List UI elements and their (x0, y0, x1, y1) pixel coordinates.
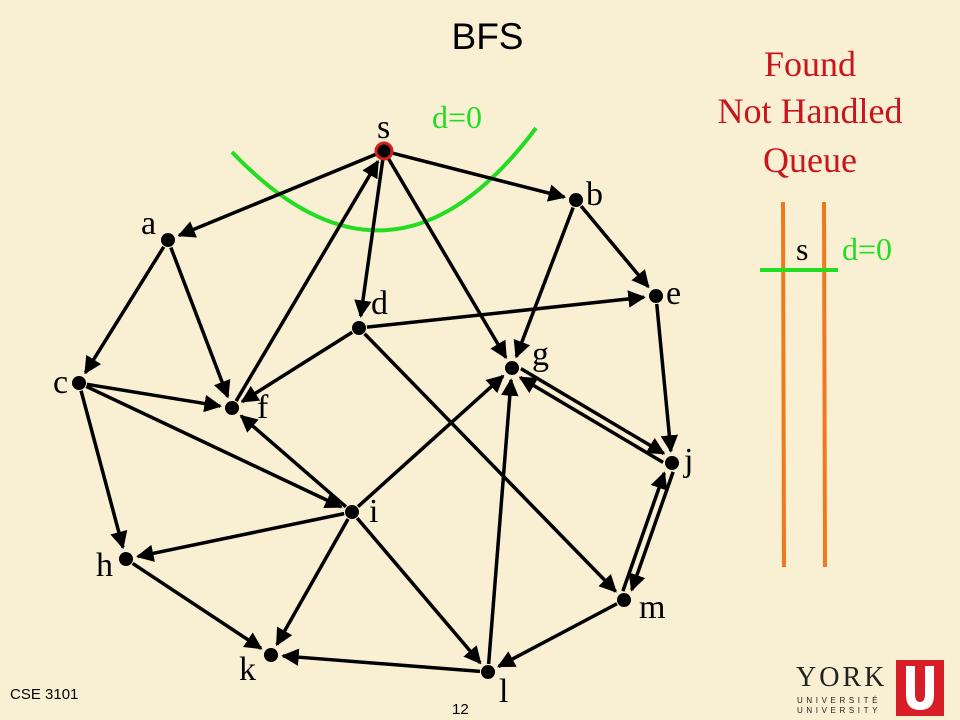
node-label-i: i (369, 493, 378, 530)
node-label-c: c (53, 364, 68, 401)
york-u-mark-icon (896, 660, 944, 716)
edge-c-h (79, 390, 128, 550)
edge-s-g (386, 157, 508, 360)
edge-s-d (354, 158, 385, 318)
logo-wordmark: YORK (796, 662, 888, 693)
logo-line-english: UNIVERSITY (797, 706, 882, 715)
edge-l-g (486, 378, 519, 665)
node-label-j: j (683, 442, 693, 479)
edge-d-m (363, 332, 617, 593)
queue-entry-distance: d=0 (842, 231, 892, 267)
node-label-s: s (377, 109, 390, 146)
legend-not-handled: Not Handled (717, 91, 903, 131)
edge-d-f (240, 330, 354, 404)
node-label-l: l (499, 673, 508, 710)
edge-a-c (83, 245, 166, 375)
edge-i-h (136, 511, 345, 562)
course-label: CSE 3101 (10, 686, 79, 703)
edge-h-k (131, 561, 263, 650)
edges-layer (79, 151, 679, 674)
edge-l-k (281, 648, 481, 674)
node-m (617, 593, 631, 607)
edge-i-g (356, 374, 505, 508)
node-d (352, 321, 366, 335)
legend-found: Found (763, 44, 857, 84)
node-label-g: g (532, 336, 549, 373)
edge-d-e (366, 290, 646, 329)
edge-i-f (239, 414, 348, 509)
edge-b-g (513, 206, 575, 359)
node-label-a: a (141, 205, 156, 242)
node-label-e: e (666, 275, 681, 312)
queue-left-rail (781, 201, 786, 568)
edge-i-l (355, 516, 482, 665)
edge-c-i (85, 384, 343, 509)
node-label-b: b (586, 176, 603, 213)
node-label-h: h (96, 547, 113, 584)
node-label-d: d (371, 285, 388, 322)
node-k (264, 648, 278, 662)
edge-s-b (391, 151, 567, 202)
edge-e-j (655, 303, 679, 453)
edge-s-a (177, 152, 378, 238)
slide-title: BFS (451, 16, 524, 57)
node-label-k: k (239, 651, 256, 688)
edge-b-e (579, 205, 650, 289)
edge-a-f (169, 246, 231, 399)
node-h (119, 552, 133, 566)
edge-f-s (234, 159, 380, 403)
logo-line-french: UNIVERSITÉ (797, 696, 882, 705)
edge-i-k (275, 518, 350, 647)
node-b (569, 193, 583, 207)
queue-right-rail (822, 201, 827, 568)
page-number: 12 (452, 701, 469, 718)
edge-m-j (621, 471, 668, 592)
node-s (374, 141, 394, 161)
node-l (481, 665, 495, 679)
edge-m-l (497, 602, 618, 668)
node-g (505, 361, 519, 375)
node-c (72, 376, 86, 390)
node-e (649, 289, 663, 303)
nodes-layer: s a b c d e f g h i j k l m (53, 109, 693, 710)
frontier-curve (230, 126, 538, 233)
legend-queue: Queue (763, 140, 857, 180)
node-label-m: m (639, 589, 665, 626)
edge-c-f (86, 382, 222, 413)
edge-j-g (518, 376, 664, 464)
york-university-logo: YORK UNIVERSITÉ UNIVERSITY (792, 660, 952, 716)
node-f (225, 401, 239, 415)
node-label-f: f (257, 389, 269, 426)
queue-panel: s d=0 (760, 201, 892, 568)
frontier-label: d=0 (432, 99, 482, 135)
node-i (345, 505, 359, 519)
node-j (665, 456, 679, 470)
edge-g-j (520, 367, 666, 455)
queue-entry-vertex: s (796, 231, 808, 267)
edge-j-m (628, 471, 675, 592)
node-a (161, 233, 175, 247)
